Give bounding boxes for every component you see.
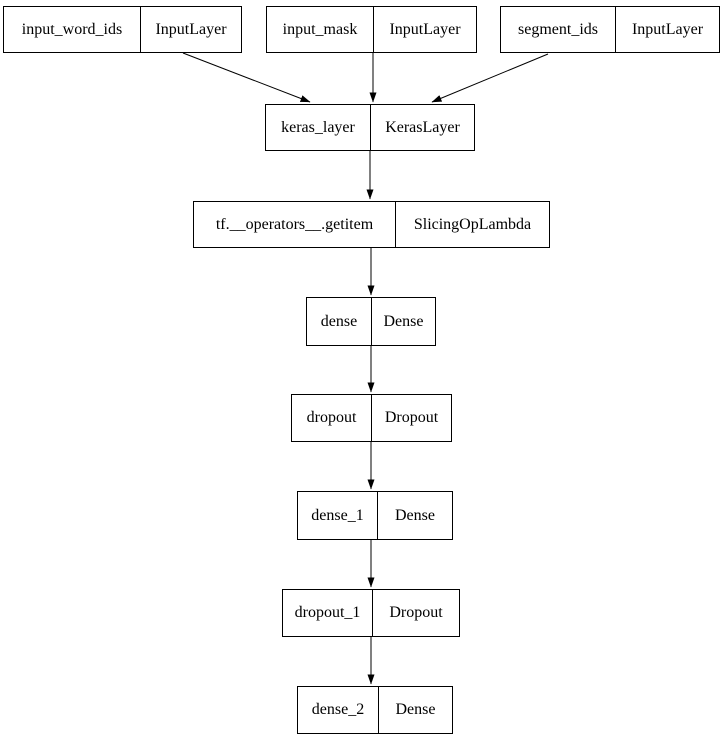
node-label: dense bbox=[307, 298, 372, 345]
edge-input_word_ids-keras_layer bbox=[182, 52, 311, 103]
node-type-label: InputLayer bbox=[389, 20, 461, 38]
node-label: input_mask bbox=[267, 7, 374, 52]
node-type-label: InputLayer bbox=[631, 20, 704, 38]
node-segment-ids: segment_ids InputLayer bbox=[500, 6, 720, 53]
node-keras-layer: keras_layer KerasLayer bbox=[265, 104, 475, 151]
node-dropout: dropout Dropout bbox=[291, 394, 452, 442]
node-label: dense_2 bbox=[298, 687, 379, 733]
node-dense: dense Dense bbox=[306, 297, 436, 346]
node-label: segment_ids bbox=[501, 7, 616, 52]
node-type-label: KerasLayer bbox=[385, 118, 460, 136]
node-label: dropout_1 bbox=[283, 590, 373, 636]
node-type-label: Dense bbox=[395, 506, 435, 524]
node-type-label: SlicingOpLambda bbox=[413, 215, 532, 233]
node-type-label: Dense bbox=[395, 701, 436, 718]
node-label: keras_layer bbox=[266, 105, 371, 150]
node-dense-1: dense_1 Dense bbox=[297, 491, 453, 540]
node-dense-2: dense_2 Dense bbox=[297, 686, 453, 734]
node-tf-operators-getitem: tf.__operators__.getitem SlicingOpLambda bbox=[193, 201, 550, 248]
node-label: dense_1 bbox=[298, 492, 378, 539]
node-input-mask: input_mask InputLayer bbox=[266, 6, 477, 53]
node-label: tf.__operators__.getitem bbox=[194, 202, 396, 247]
node-type-label: Dropout bbox=[384, 409, 439, 426]
node-type-label: Dropout bbox=[389, 604, 443, 621]
edge-segment_ids-keras_layer bbox=[431, 53, 549, 103]
node-dropout-1: dropout_1 Dropout bbox=[282, 589, 460, 637]
node-type-label: InputLayer bbox=[155, 20, 227, 38]
node-label: input_word_ids bbox=[4, 7, 141, 52]
node-label: dropout bbox=[292, 395, 372, 441]
node-input-word-ids: input_word_ids InputLayer bbox=[3, 6, 242, 53]
node-type-label: Dense bbox=[383, 312, 424, 330]
